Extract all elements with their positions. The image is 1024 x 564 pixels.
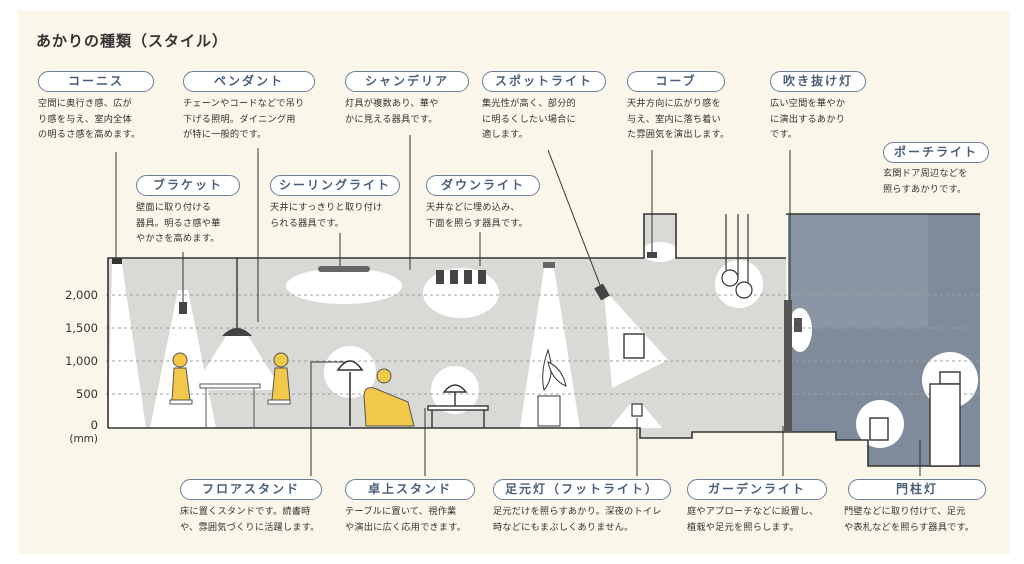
desc-gatepost: 門壁などに取り付けて、足元 や表札などを照らす器具です。 [844,506,975,533]
picture-frame [623,333,645,359]
cornice-fixture [112,258,122,264]
desc-downlight: 天井などに埋め込み、 下面を照らす器具です。 [426,202,529,229]
dining-scene [169,352,291,428]
diagram-title: あかりの種類（スタイル） [36,32,229,50]
label-ceiling: シーリングライト [270,175,400,196]
ceiling-glow [286,268,402,304]
label-footlight: 足元灯（フットライト） [493,479,671,500]
desc-floorstand: 床に置くスタンドです。読書時 や、雰囲気づくりに活躍します。 [180,506,320,533]
downlight-beam [520,268,580,428]
plant [537,348,567,427]
label-cornice: コーニス [38,71,154,92]
deskstand-fixture [427,384,489,428]
label-cove: コーブ [627,71,725,92]
desc-porch: 玄関ドア周辺などを 照らすあかりです。 [883,168,968,195]
footlight-fixture [631,403,643,417]
desc-cornice: 空間に奥行き感、広が り感を与え、室内全体 の明るさ感を高めます。 [38,98,141,140]
sofa-reader [363,368,415,427]
porch-light-fixture [794,318,802,332]
ytick-1000: 1,000 [65,354,98,368]
cove-fixture [647,252,657,258]
desc-footlight: 足元だけを照らすあかり。深夜のトイレ 時などにもまぶしくありません。 [493,506,662,533]
chandelier-glow [423,268,499,318]
label-floorstand: フロアスタンド [180,479,322,500]
ytick-500: 500 [76,387,98,401]
desc-ceiling: 天井にすっきりと取り付け られる器具です。 [270,202,383,229]
label-fukinuke: 吹き抜け灯 [770,71,866,92]
spotlight-fixture [594,283,610,301]
axis-unit: (mm) [69,433,98,445]
desc-chandelier: 灯具が複数あり、華や かに見える器具です。 [345,98,439,125]
label-garden: ガーデンライト [687,479,827,500]
floorstand-fixture [336,360,364,426]
label-gatepost: 門柱灯 [848,479,986,500]
label-porch: ポーチライト [883,142,989,163]
label-pendant: ペンダント [183,71,315,92]
cornice-beam [108,264,146,428]
desc-spotlight: 集光性が高く、部分的 に明るくしたい場合に 適します。 [482,98,576,140]
ytick-2000: 2,000 [65,288,98,302]
label-chandelier: シャンデリア [345,71,469,92]
pendant-beam [192,336,282,390]
pendant-shade [222,328,252,336]
label-downlight: ダウンライト [426,175,540,196]
ytick-1500: 1,500 [65,321,98,335]
porch-roof [790,214,928,327]
garden-light-fixture [869,417,889,441]
height-gridlines [106,294,980,395]
label-bracket: ブラケット [136,175,240,196]
fukinuke-fixture [721,214,753,299]
desc-cove: 天井方向に広がり感を 与え、室内に落ち着い た雰囲気を演出します。 [627,98,730,140]
label-spotlight: スポットライト [482,71,606,92]
desc-pendant: チェーンやコードなどで吊り 下げる照明。ダイニング用 が特に一般的です。 [183,98,305,140]
gatepost-fixture [929,371,961,467]
chandelier-fixture [436,270,486,284]
leader-lines [115,135,921,476]
desc-garden: 庭やアプローチなどに設置し、 植栽や足元を照らします。 [687,506,819,533]
bracket-fixture [179,302,187,314]
desc-fukinuke: 広い空間を華やか に演出するあかり です。 [770,98,846,140]
front-door [784,300,792,432]
desc-deskstand: テーブルに置いて、視作業 や演出に広く応用できます。 [345,506,467,533]
label-deskstand: 卓上スタンド [345,479,475,500]
ytick-0: 0 [90,418,98,432]
ceiling-light-fixture [318,266,370,272]
desc-bracket: 壁面に取り付ける 器具。明るさ感や華 やかさを高めます。 [136,202,221,244]
downlight-fixture [543,262,555,268]
